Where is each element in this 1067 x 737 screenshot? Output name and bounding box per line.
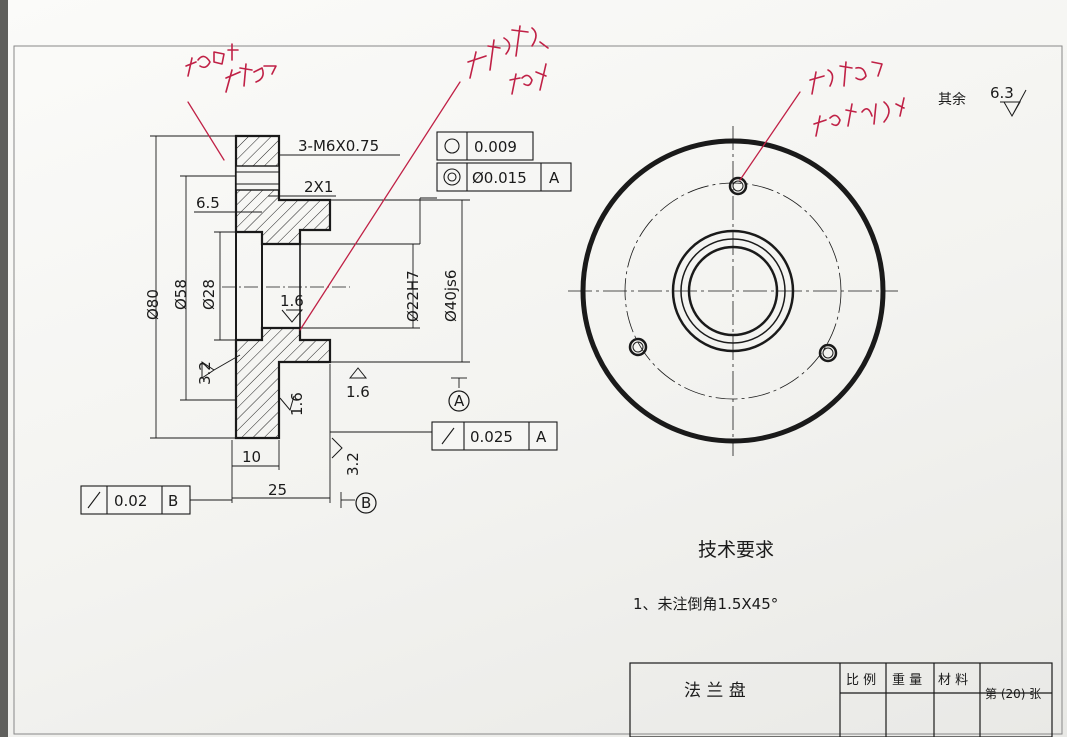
roughness-symbols [201,309,368,459]
sheet-label: 第 (20) 张 [985,687,1041,701]
handwritten-note-holes [739,61,905,181]
runout-icon-left [87,491,101,509]
dim-hole-fit: Ø22H7 [404,270,422,322]
tolerance-frames [80,131,572,515]
roughness-right-face: 3.2 [344,452,362,476]
bolt-hole [628,337,648,357]
concentricity-icon [443,168,461,186]
dim-step: 6.5 [196,194,220,212]
dim-bore: Ø28 [200,279,218,310]
part-name: 法 兰 盘 [684,681,746,701]
bolt-hole [818,343,838,363]
dim-total-length: 25 [268,481,287,499]
dimension-lines [150,135,470,508]
datum-markers [355,390,470,514]
material-label: 材 料 [938,673,968,688]
circularity-icon [444,138,460,154]
dim-boss-fit: Ø40js6 [442,270,460,322]
tech-req-item: 1、未注倒角1.5X45° [633,595,778,613]
roughness-boss-face: 1.6 [346,383,370,401]
default-roughness-symbol [1000,89,1027,118]
runout-right-datum: A [536,428,547,446]
roughness-flange-face: 1.6 [288,392,306,416]
datum-b: B [361,494,371,512]
section-view [222,134,350,440]
thread-callout: 3-M6X0.75 [298,137,379,155]
title-block [629,662,1053,737]
chamfer-callout: 2X1 [304,178,333,196]
sheet-border [13,45,1063,735]
runout-right-value: 0.025 [470,428,513,446]
roughness-left-face: 3.2 [196,361,214,385]
default-roughness-label: 其余 [938,91,966,108]
runout-icon [441,427,455,445]
weight-label: 重 量 [892,672,922,688]
dim-flange-width: 10 [242,448,261,466]
front-view [568,126,898,456]
concentricity-value: Ø0.015 [472,169,527,187]
dim-outer: Ø80 [144,289,162,320]
drawing-sheet [8,0,1067,737]
runout-left-value: 0.02 [114,492,147,510]
runout-left-datum: B [168,492,178,510]
dim-bolt-circle: Ø58 [172,279,190,310]
datum-a: A [454,392,465,410]
circularity-value: 0.009 [474,138,517,156]
section-lower [234,326,332,440]
default-roughness-value: 6.3 [990,84,1014,102]
handwritten-note-bore [299,25,549,331]
thread-hole [235,165,280,191]
dimension-texts: Ø80 Ø58 Ø28 Ø22H7 Ø40js6 6.5 10 25 3-M6X… [144,137,460,499]
handwritten-note-surface [185,43,277,161]
concentricity-datum: A [549,169,560,187]
tech-req-title: 技术要求 [698,539,774,561]
roughness-bore: 1.6 [280,292,304,310]
scale-label: 比 例 [846,673,876,688]
bolt-hole [728,176,748,196]
